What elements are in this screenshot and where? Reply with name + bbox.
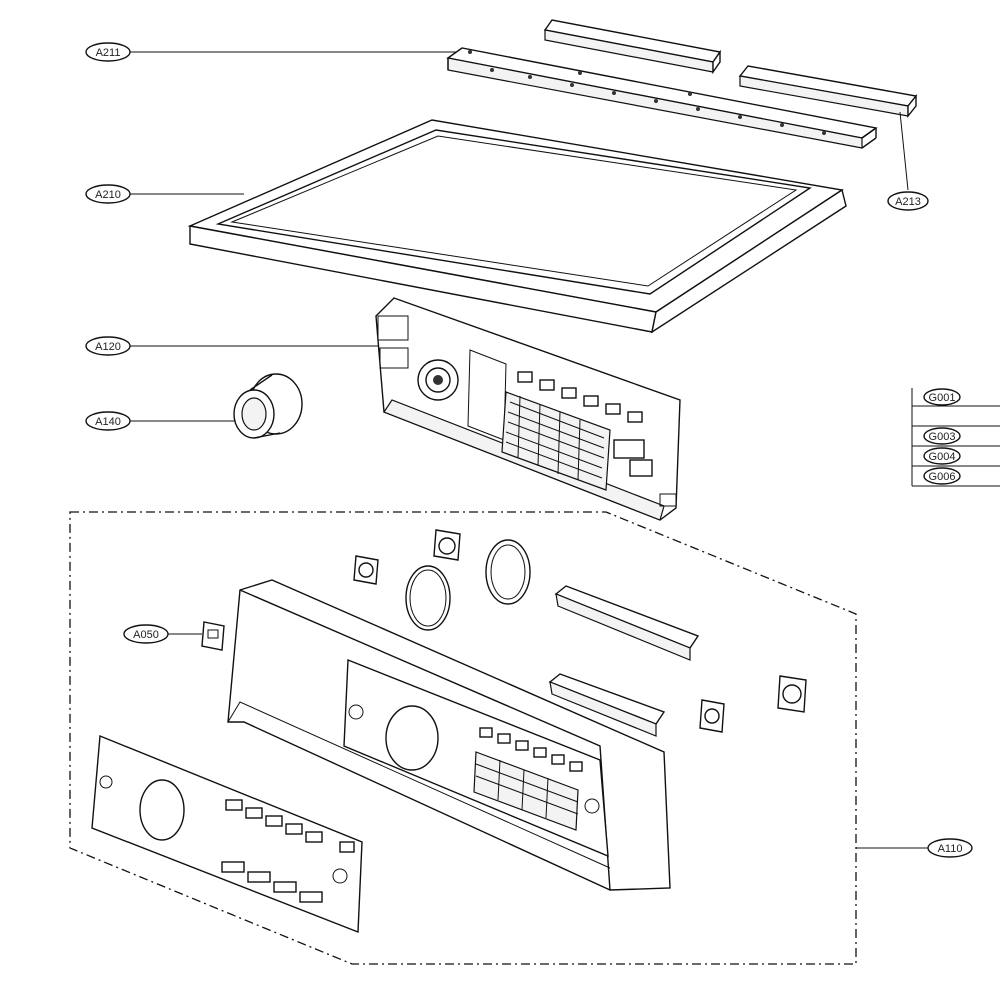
callout-a211-label: A211 [96, 47, 121, 59]
part-small-button-4 [777, 675, 807, 713]
callout-a120-label: A120 [95, 341, 121, 353]
callout-a140[interactable]: A140 [85, 411, 236, 431]
callout-a213-label: A213 [895, 196, 921, 208]
callout-a120[interactable]: A120 [85, 336, 378, 356]
callout-a213[interactable]: A213 [887, 111, 929, 211]
part-a211-rail [446, 47, 878, 149]
part-a110-control-panel [227, 579, 671, 891]
part-a213-strip-right [738, 65, 918, 118]
part-a213-strip-left [543, 19, 722, 75]
callout-a211[interactable]: A211 [85, 42, 470, 62]
legend-item-g006: G006 [923, 467, 961, 485]
legend-item-g001: G001 [923, 388, 961, 406]
part-button-strip-upper [554, 585, 700, 661]
svg-text:G006: G006 [929, 471, 956, 483]
part-a050-switch [201, 621, 225, 651]
svg-text:G001: G001 [929, 392, 956, 404]
part-a140-knob [233, 373, 303, 439]
part-small-button-1 [353, 555, 379, 585]
callout-a140-label: A140 [95, 416, 121, 428]
callout-a110[interactable]: A110 [856, 838, 973, 858]
assembly-boundary-a110 [69, 511, 857, 965]
part-a210-top-frame [187, 119, 847, 334]
part-small-button-2 [433, 529, 461, 561]
legend-item-g004: G004 [923, 447, 961, 465]
callout-a110-label: A110 [938, 843, 963, 855]
part-front-decor-panel [91, 734, 363, 934]
legend-item-g003: G003 [923, 427, 961, 445]
svg-text:G004: G004 [929, 451, 956, 463]
callout-a210-label: A210 [95, 189, 121, 201]
part-button-strip-lower [548, 673, 666, 737]
part-ring-right [485, 539, 531, 605]
part-small-button-3 [699, 699, 725, 733]
legend-box: G001 G003 G004 G006 [911, 388, 1000, 487]
part-ring-left [405, 565, 451, 631]
callout-a050[interactable]: A050 [123, 624, 202, 644]
callout-a050-label: A050 [133, 629, 159, 641]
callout-a210[interactable]: A210 [85, 184, 244, 204]
part-a120-control-board [375, 297, 681, 521]
svg-text:G003: G003 [929, 431, 956, 443]
